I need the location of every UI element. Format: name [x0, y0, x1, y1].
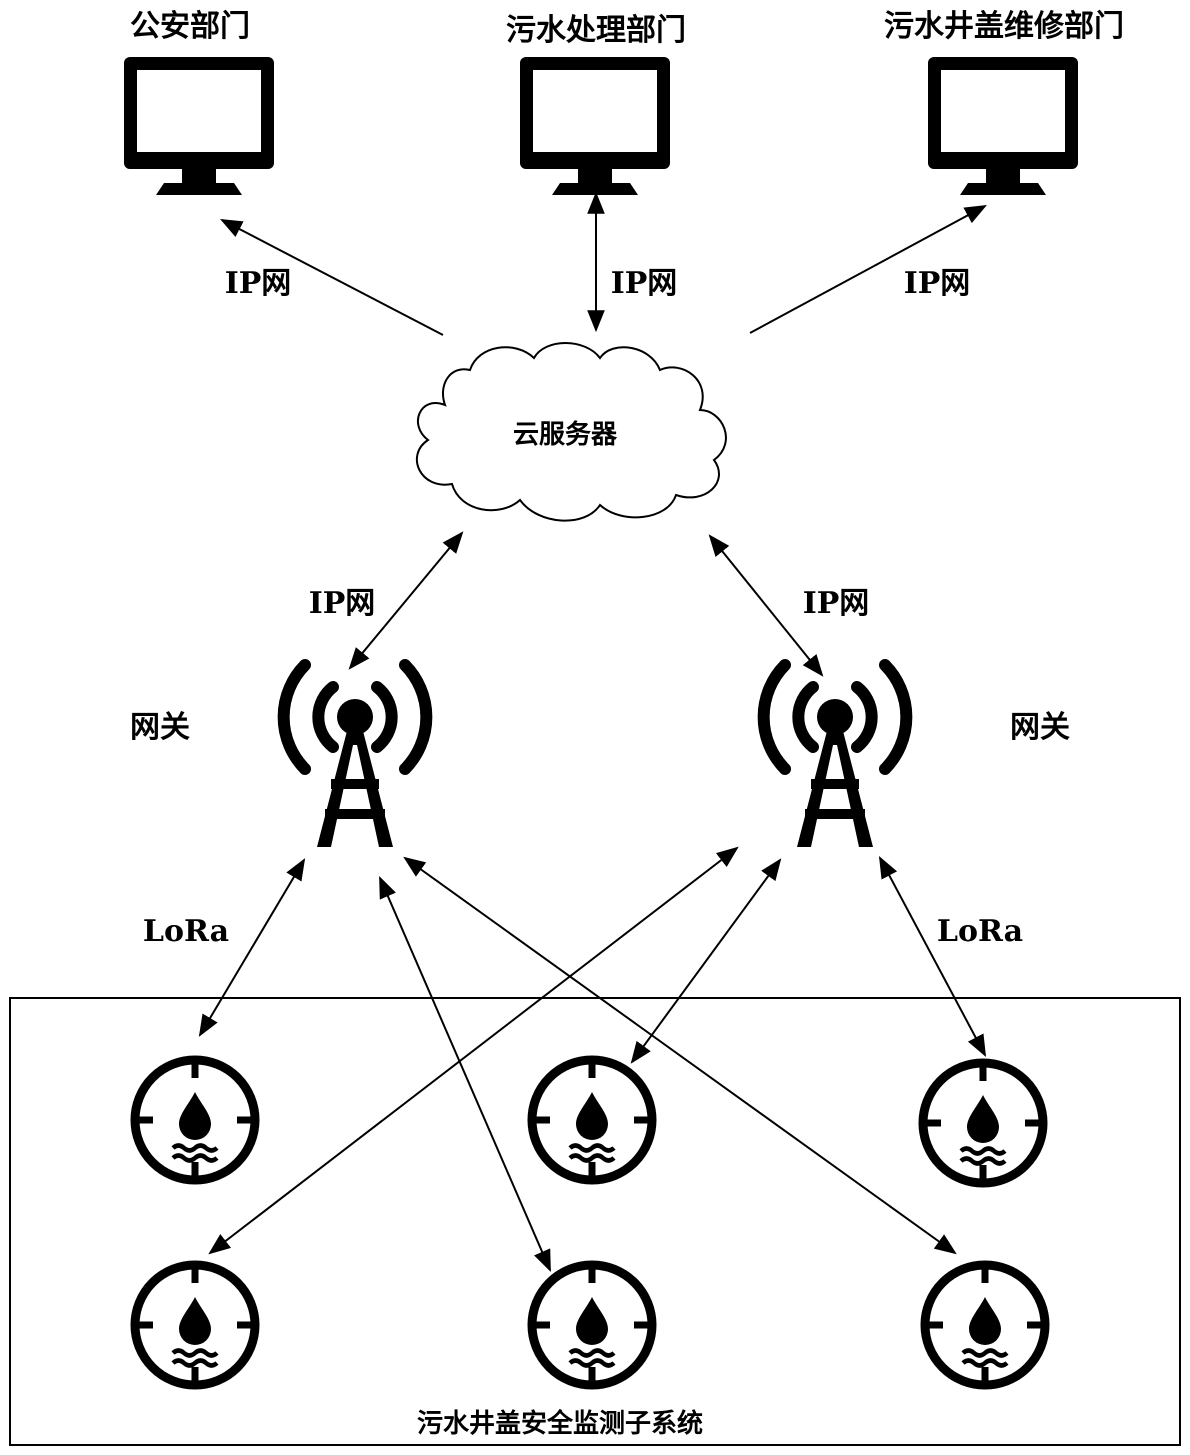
- ip-network-label-center-top: IP网: [611, 266, 678, 301]
- lora-label-right: LoRa: [937, 914, 1023, 949]
- sewage-treatment-monitor-icon: [520, 57, 670, 195]
- ip-network-label-left-top: IP网: [225, 266, 292, 301]
- manhole-sensor-icon-3: [923, 1063, 1043, 1183]
- lora-label-left: LoRa: [143, 914, 229, 949]
- ip-network-label-left-mid: IP网: [309, 586, 376, 621]
- right-gateway-to-sensor-4-link: [208, 846, 739, 1255]
- monitoring-subsystem-box: [9, 997, 1181, 1446]
- manhole-repair-department-label: 污水井盖维修部门: [884, 9, 1124, 44]
- left-gateway-antenna-tower-icon: [284, 665, 427, 847]
- manhole-sensor-icon-2: [532, 1060, 652, 1180]
- sewage-treatment-department-label: 污水处理部门: [506, 13, 686, 48]
- left-gateway-to-sensor-6-link: [403, 856, 957, 1255]
- manhole-sensor-icon-6: [925, 1265, 1045, 1385]
- right-gateway-to-sensor-3-link: [878, 856, 987, 1057]
- police-department-label: 公安部门: [130, 9, 250, 44]
- cloud-to-manhole-repair-link: [749, 204, 987, 334]
- right-gateway-label: 网关: [1010, 710, 1070, 745]
- subsystem-title: 污水井盖安全监测子系统: [417, 1408, 703, 1439]
- cloud-right-gateway-link: [708, 534, 824, 677]
- cloud-to-police-link: [220, 218, 444, 336]
- manhole-repair-monitor-icon: [928, 57, 1078, 195]
- manhole-sensor-icon-4: [135, 1265, 255, 1385]
- police-monitor-icon: [124, 57, 274, 195]
- ip-network-label-right-top: IP网: [904, 266, 971, 301]
- cloud-left-gateway-link: [348, 531, 464, 670]
- cloud-server-label: 云服务器: [513, 420, 618, 450]
- right-gateway-to-sensor-2-link: [630, 858, 782, 1064]
- cloud-icon: [415, 342, 727, 522]
- left-gateway-label: 网关: [130, 710, 190, 745]
- right-gateway-antenna-tower-icon: [764, 665, 907, 847]
- manhole-sensor-icon-1: [135, 1060, 255, 1180]
- ip-network-label-right-mid: IP网: [803, 586, 870, 621]
- manhole-sensor-icon-5: [532, 1265, 652, 1385]
- left-gateway-to-sensor-5-link: [379, 875, 551, 1273]
